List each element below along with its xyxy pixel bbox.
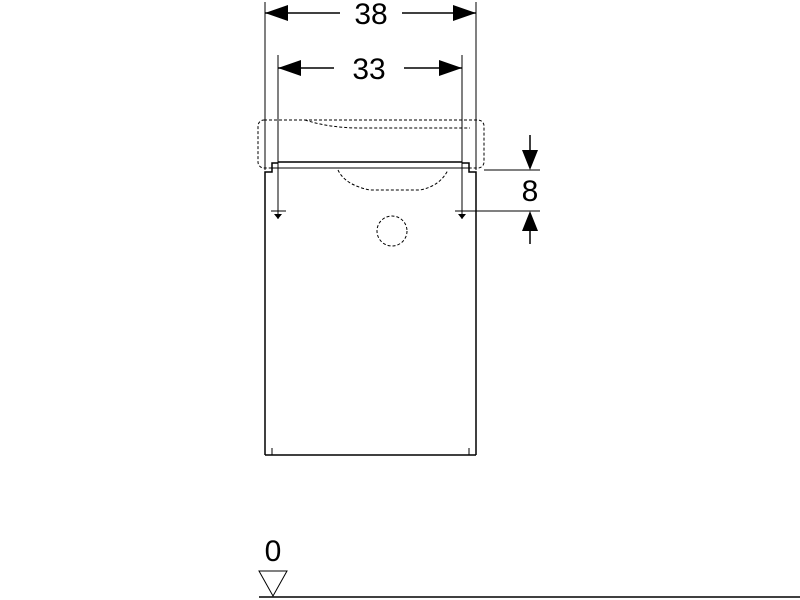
floor-level-triangle-icon — [258, 570, 288, 598]
washbasin-outline — [257, 119, 485, 247]
floor-level-label: 0 — [265, 535, 282, 568]
outer-width-dimension: 38 — [264, 0, 477, 170]
floor-reference: 0 — [258, 535, 800, 598]
outer-right-arrow-icon — [453, 5, 476, 21]
outer-left-arrow-icon — [265, 5, 288, 21]
inner-width-dimension: 33 — [277, 53, 463, 205]
cabinet-right-side — [462, 162, 477, 455]
mount-left-marker-icon — [274, 214, 282, 219]
height-offset-label: 8 — [522, 175, 539, 208]
washbasin-dashed-top — [257, 119, 485, 169]
drain-circle — [376, 215, 408, 247]
mounting-point-right — [455, 203, 470, 219]
cabinet-left-side — [264, 162, 278, 455]
offset-down-arrow-icon — [522, 150, 538, 170]
inner-right-arrow-icon — [439, 60, 462, 76]
inner-width-label: 33 — [352, 53, 385, 86]
cabinet — [264, 161, 477, 456]
height-offset-dimension: 8 — [470, 135, 540, 244]
offset-up-arrow-icon — [522, 211, 538, 231]
mount-right-marker-icon — [458, 214, 466, 219]
washbasin-bowl-curve — [337, 169, 449, 191]
outer-width-label: 38 — [354, 0, 387, 31]
washbasin-rim-curve — [304, 119, 470, 129]
inner-left-arrow-icon — [278, 60, 301, 76]
mounting-point-left — [271, 203, 286, 219]
